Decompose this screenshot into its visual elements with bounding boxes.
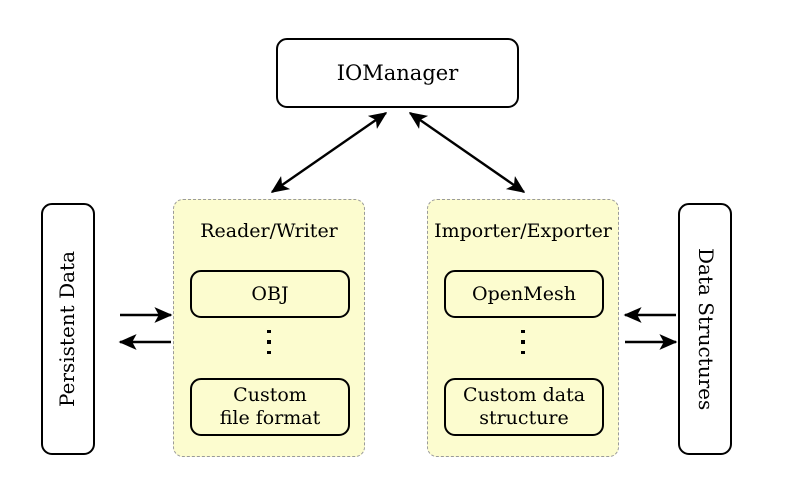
node-data-structures-label: Data Structures bbox=[693, 247, 718, 411]
item-custom-file-format[interactable]: Custom file format bbox=[190, 378, 350, 436]
item-custom-file-format-line1: Custom bbox=[233, 384, 307, 407]
node-iomanager-label: IOManager bbox=[336, 60, 459, 85]
node-persistent-data-label: Persistent Data bbox=[55, 251, 80, 407]
item-openmesh[interactable]: OpenMesh bbox=[444, 270, 604, 318]
group-importer-exporter[interactable]: Importer/Exporter OpenMesh Custom data s… bbox=[427, 199, 619, 457]
group-reader-writer[interactable]: Reader/Writer OBJ Custom file format bbox=[173, 199, 365, 457]
node-data-structures[interactable]: Data Structures bbox=[678, 203, 732, 455]
vertical-ellipsis-icon bbox=[174, 330, 364, 355]
item-custom-file-format-label: Custom file format bbox=[220, 384, 321, 430]
item-custom-data-structure-line1: Custom data bbox=[462, 384, 586, 407]
arrow-manager-to-importer-exporter bbox=[408, 112, 526, 193]
item-obj[interactable]: OBJ bbox=[190, 270, 350, 318]
node-persistent-data[interactable]: Persistent Data bbox=[41, 203, 95, 455]
item-custom-data-structure-label: Custom data structure bbox=[463, 384, 585, 430]
node-iomanager[interactable]: IOManager bbox=[276, 38, 519, 108]
item-custom-data-structure-line2: structure bbox=[479, 407, 569, 429]
group-reader-writer-title: Reader/Writer bbox=[200, 220, 338, 242]
item-openmesh-label: OpenMesh bbox=[472, 282, 576, 305]
group-importer-exporter-title: Importer/Exporter bbox=[434, 220, 612, 242]
item-obj-label: OBJ bbox=[251, 282, 289, 305]
vertical-ellipsis-icon bbox=[428, 330, 618, 355]
item-custom-data-structure[interactable]: Custom data structure bbox=[444, 378, 604, 436]
arrow-manager-to-reader-writer bbox=[270, 112, 388, 193]
item-custom-file-format-line2: file format bbox=[219, 407, 321, 429]
